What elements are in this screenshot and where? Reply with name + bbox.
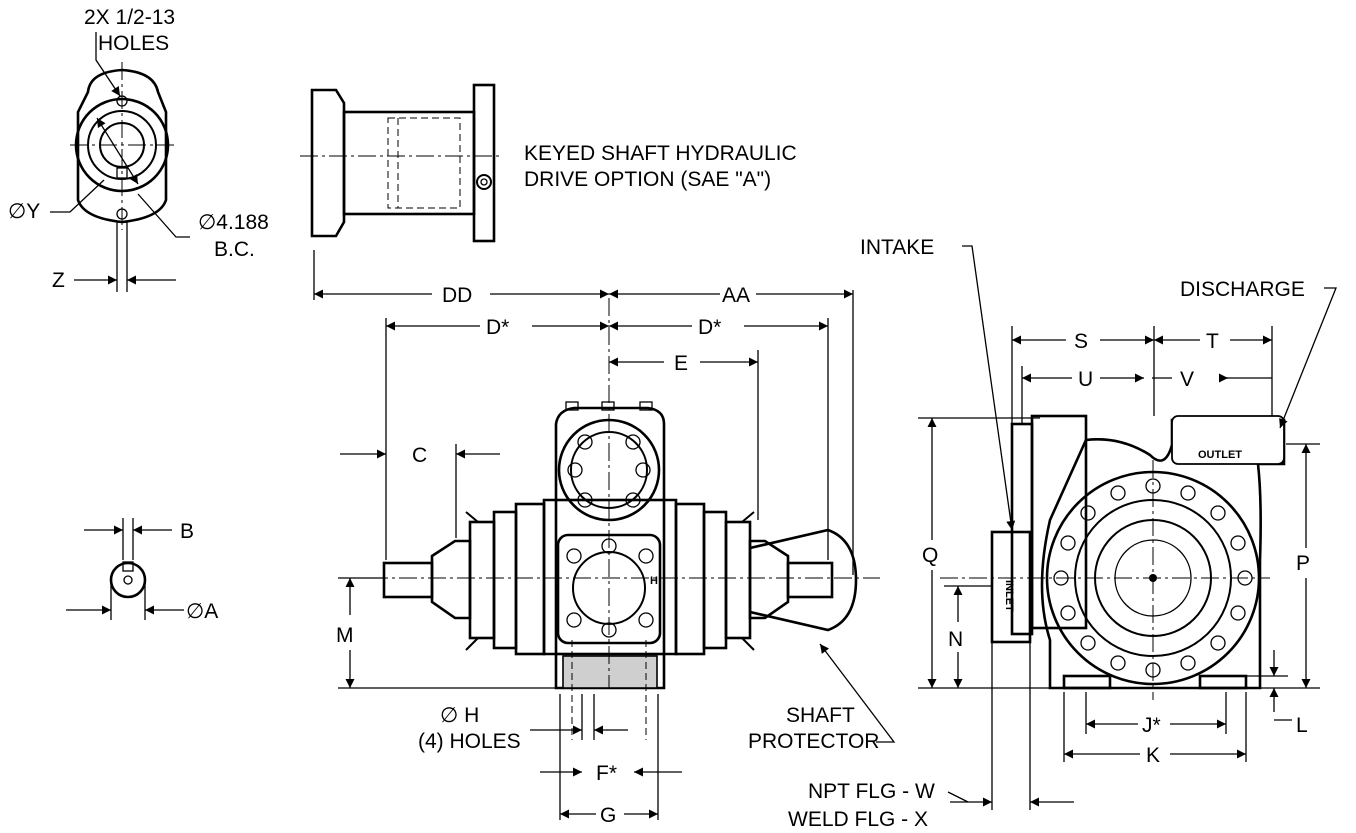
side-view-dims: INTAKE DISCHARGE S T U V Q bbox=[788, 236, 1337, 831]
label-shaft-protector-2: PROTECTOR bbox=[748, 730, 879, 753]
label-q: Q bbox=[922, 544, 938, 567]
label-dia-bc-2: B.C. bbox=[214, 238, 255, 261]
label-p: P bbox=[1296, 552, 1310, 575]
hydraulic-drive-option: KEYED SHAFT HYDRAULIC DRIVE OPTION (SAE … bbox=[300, 83, 797, 243]
label-outlet: OUTLET bbox=[1198, 449, 1242, 461]
label-k: K bbox=[1146, 744, 1160, 767]
label-b: B bbox=[180, 520, 194, 543]
label-inlet: INLET bbox=[1003, 580, 1015, 612]
label-npt-flg: NPT FLG - W bbox=[808, 780, 935, 803]
label-m: M bbox=[336, 624, 354, 647]
label-c: C bbox=[412, 444, 427, 467]
label-e: E bbox=[674, 352, 688, 375]
flange-end-view bbox=[70, 62, 174, 292]
label-d-right: D* bbox=[698, 316, 721, 339]
label-dia-h-1: ∅ H bbox=[440, 704, 479, 727]
front-view-dims: DD AA D* D* E C M ∅ H (4) HOLES bbox=[313, 250, 896, 827]
label-dia-bc-1: ∅4.188 bbox=[198, 211, 269, 234]
label-2x-holes-2: HOLES bbox=[98, 32, 169, 55]
label-h-mark: H bbox=[650, 575, 658, 587]
label-hydraulic-1: KEYED SHAFT HYDRAULIC bbox=[524, 142, 797, 165]
label-dia-a: ∅A bbox=[186, 600, 218, 623]
label-g: G bbox=[600, 804, 616, 827]
label-aa: AA bbox=[722, 284, 750, 307]
shaft-key-detail: B ∅A bbox=[66, 518, 218, 623]
label-v: V bbox=[1180, 368, 1194, 391]
label-n: N bbox=[948, 628, 963, 651]
label-l: L bbox=[1296, 714, 1308, 737]
label-2x-holes-1: 2X 1/2-13 bbox=[84, 6, 175, 29]
label-intake: INTAKE bbox=[860, 236, 934, 259]
label-hydraulic-2: DRIVE OPTION (SAE "A") bbox=[524, 168, 771, 191]
label-weld-flg: WELD FLG - X bbox=[788, 808, 928, 831]
label-u: U bbox=[1078, 368, 1093, 391]
label-shaft-protector-1: SHAFT bbox=[786, 704, 855, 727]
pump-front-view: H bbox=[370, 298, 880, 740]
label-z: Z bbox=[52, 269, 65, 292]
label-dia-y: ∅Y bbox=[8, 200, 40, 223]
label-t: T bbox=[1206, 330, 1219, 353]
label-discharge: DISCHARGE bbox=[1180, 278, 1305, 301]
label-dd: DD bbox=[442, 284, 472, 307]
label-dia-h-2: (4) HOLES bbox=[418, 730, 521, 753]
label-j: J* bbox=[1142, 714, 1161, 737]
flange-end-dims: 2X 1/2-13 HOLES ∅Y ∅4.188 B.C. Z bbox=[8, 6, 269, 292]
pump-side-view: OUTLET INLET bbox=[940, 414, 1286, 700]
label-d-left: D* bbox=[486, 316, 509, 339]
label-f: F* bbox=[596, 762, 617, 785]
label-s: S bbox=[1074, 330, 1088, 353]
